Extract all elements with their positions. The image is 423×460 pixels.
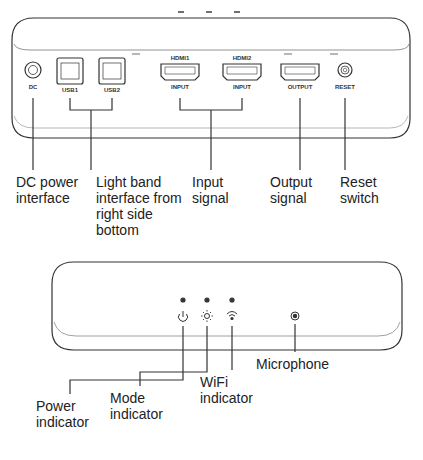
port-label: USB2 <box>98 87 126 94</box>
port-label: INPUT <box>224 84 260 91</box>
port-label: USB1 <box>56 87 84 94</box>
port-label: RESET <box>327 84 363 91</box>
port-label: INPUT <box>162 84 198 91</box>
port-label: HDMI2 <box>224 55 260 62</box>
callout-label: Power indicator <box>36 398 102 430</box>
callout-label: Reset switch <box>340 174 410 206</box>
callout-label: Light band interface from right side bot… <box>96 174 182 238</box>
callout-label: DC power interface <box>16 174 92 206</box>
callout-label: Output signal <box>270 174 334 206</box>
callout-label: Input signal <box>192 174 256 206</box>
port-label: DC <box>21 84 45 91</box>
callout-label: WiFi indicator <box>200 374 266 406</box>
callout-label: Mode indicator <box>110 390 176 422</box>
port-label: OUTPUT <box>282 84 318 91</box>
port-label: HDMI1 <box>162 55 198 62</box>
callout-label: Microphone <box>256 356 356 372</box>
